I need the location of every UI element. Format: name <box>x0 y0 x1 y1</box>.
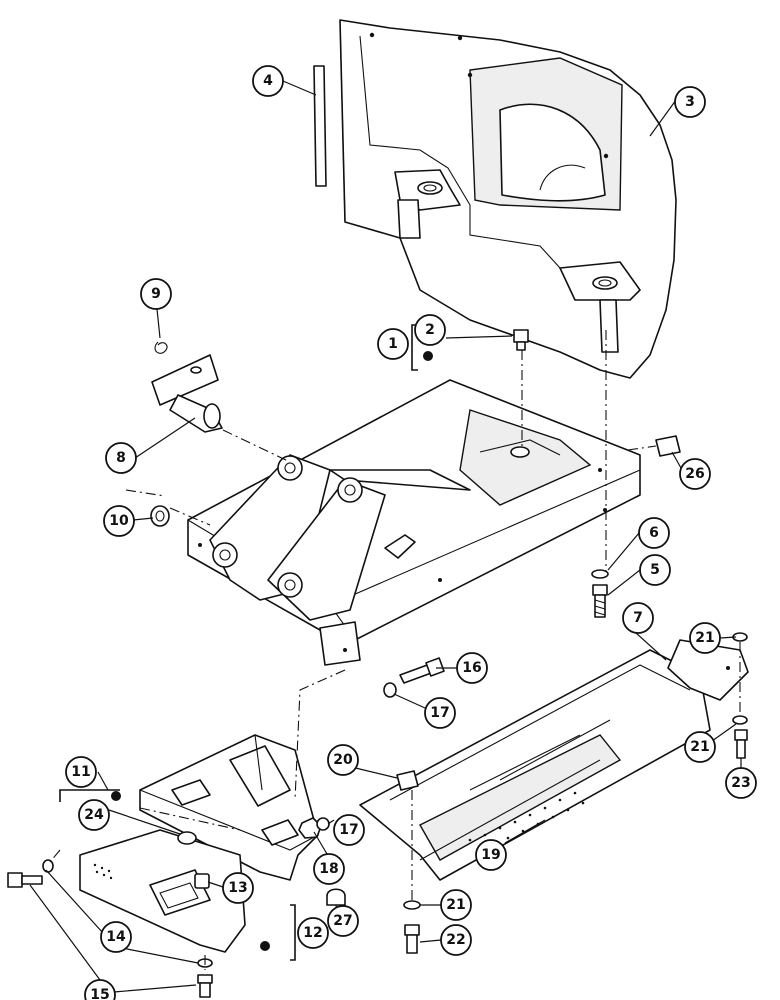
callout-16: 16 <box>456 652 488 684</box>
callout-20: 20 <box>327 744 359 776</box>
svg-text:21: 21 <box>695 630 714 646</box>
svg-text:21: 21 <box>690 739 709 755</box>
callout-17a: 17 <box>424 697 456 729</box>
svg-text:15: 15 <box>90 987 109 1000</box>
callout-21c: 21 <box>440 889 472 921</box>
washer-part-17a <box>383 682 397 698</box>
svg-text:22: 22 <box>446 932 465 948</box>
bolt-part-24 <box>177 831 197 845</box>
svg-text:12: 12 <box>303 925 322 941</box>
svg-text:2: 2 <box>425 322 435 338</box>
bracket-part-7 <box>667 639 749 701</box>
main-frame-part <box>187 379 641 666</box>
washer-part-10 <box>150 505 170 527</box>
callout-21a: 21 <box>689 622 721 654</box>
callout-24: 24 <box>78 799 110 831</box>
svg-text:3: 3 <box>685 94 695 110</box>
callout-17b: 17 <box>333 814 365 846</box>
washer-part-14a <box>42 859 54 873</box>
callout-19: 19 <box>475 839 507 871</box>
bolt-part-23 <box>734 729 748 759</box>
callout-15: 15 <box>84 979 116 1000</box>
svg-text:13: 13 <box>228 880 247 896</box>
washer-part-21c <box>403 900 421 910</box>
svg-text:27: 27 <box>333 913 352 929</box>
svg-text:14: 14 <box>106 929 126 945</box>
bolt-part-22 <box>404 924 420 954</box>
washer-part-6 <box>591 569 609 579</box>
callout-22: 22 <box>440 924 472 956</box>
svg-text:5: 5 <box>650 562 660 578</box>
callout-7: 7 <box>622 602 654 634</box>
bolt-part-15b <box>197 974 213 998</box>
rod-part <box>313 65 327 187</box>
assembly-brackets <box>59 324 433 961</box>
svg-text:20: 20 <box>333 752 353 768</box>
pivot-pin-part <box>151 354 223 433</box>
side-step-part <box>359 649 711 881</box>
callout-1: 1 <box>377 328 409 360</box>
svg-text:26: 26 <box>685 466 704 482</box>
svg-text:19: 19 <box>481 847 500 863</box>
callout-5: 5 <box>639 554 671 586</box>
bolt-part-13 <box>194 873 210 889</box>
callout-10: 10 <box>103 505 135 537</box>
svg-text:6: 6 <box>649 525 659 541</box>
callout-14: 14 <box>100 921 132 953</box>
callout-27: 27 <box>327 905 359 937</box>
svg-text:11: 11 <box>71 764 90 780</box>
plate-part-20 <box>396 770 419 791</box>
svg-text:4: 4 <box>263 73 273 89</box>
callout-8: 8 <box>105 442 137 474</box>
callout-13: 13 <box>222 872 254 904</box>
bolt-part-16 <box>399 657 445 684</box>
callout-12: 12 <box>297 917 329 949</box>
washer-part-21b <box>732 715 748 725</box>
callout-3: 3 <box>674 86 706 118</box>
callout-4: 4 <box>252 65 284 97</box>
bolt-part-2 <box>513 329 529 351</box>
svg-text:24: 24 <box>84 807 104 823</box>
callout-23: 23 <box>725 767 757 799</box>
front-mount-part <box>139 734 319 881</box>
callout-21b: 21 <box>684 731 716 763</box>
assembly-center-lines <box>49 330 741 970</box>
callout-6: 6 <box>638 517 670 549</box>
svg-text:1: 1 <box>388 336 398 352</box>
counterweight-part <box>339 19 677 379</box>
base-plate-part-12 <box>79 829 246 953</box>
svg-text:9: 9 <box>151 286 161 302</box>
leader-lines <box>29 80 742 993</box>
plug-part-27 <box>326 888 346 906</box>
svg-text:16: 16 <box>462 660 481 676</box>
svg-text:21: 21 <box>446 897 465 913</box>
svg-text:17: 17 <box>430 705 449 721</box>
svg-text:23: 23 <box>731 775 750 791</box>
callout-2: 2 <box>414 314 446 346</box>
callout-18: 18 <box>313 853 345 885</box>
bolt-part-5 <box>592 584 608 618</box>
plate-part-26 <box>655 435 681 457</box>
callout-11: 11 <box>65 756 97 788</box>
svg-text:8: 8 <box>116 450 126 466</box>
svg-text:17: 17 <box>339 822 358 838</box>
clip-part-9 <box>154 341 168 354</box>
bolt-part-15a <box>7 872 43 888</box>
callout-26: 26 <box>679 458 711 490</box>
svg-text:10: 10 <box>109 513 129 529</box>
callout-9: 9 <box>140 278 172 310</box>
washer-part-17b <box>316 817 330 831</box>
svg-text:18: 18 <box>319 861 338 877</box>
svg-text:7: 7 <box>633 610 643 626</box>
